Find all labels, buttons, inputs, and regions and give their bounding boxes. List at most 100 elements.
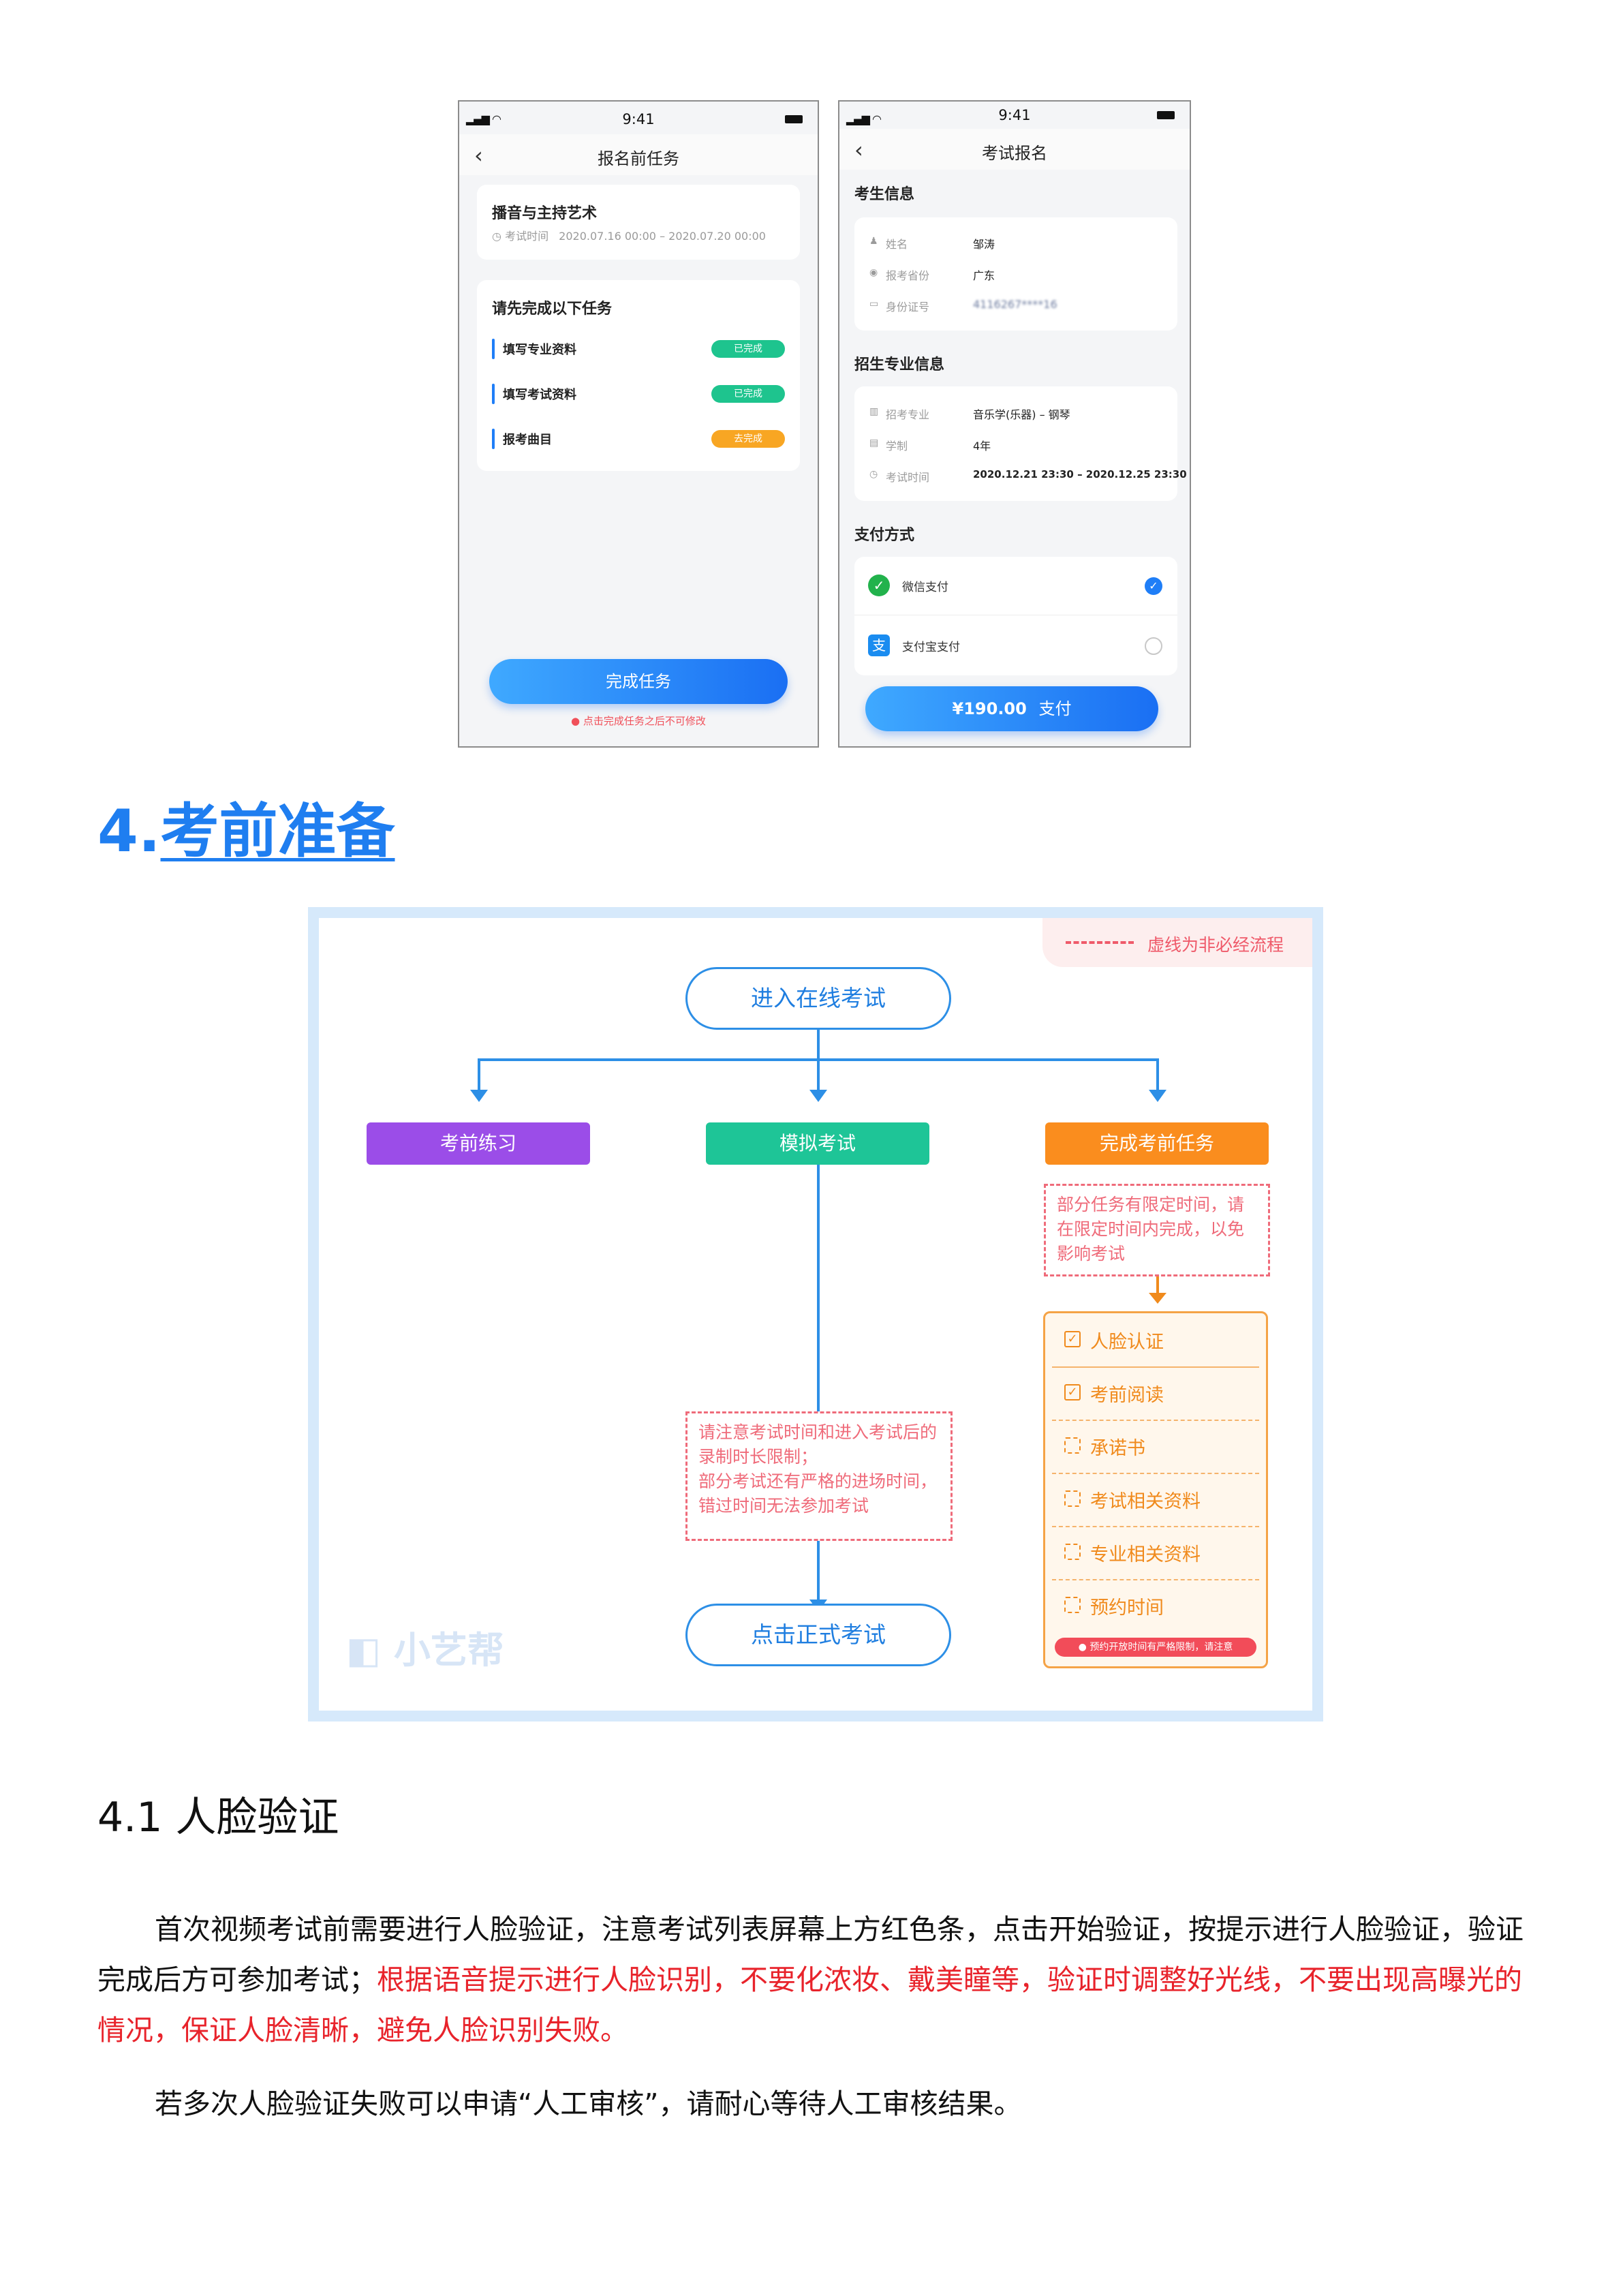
task-item: 承诺书	[1045, 1420, 1266, 1473]
chart-icon: ▥	[869, 406, 879, 417]
battery-icon	[1157, 111, 1175, 119]
radio-selected-icon[interactable]: ✓	[1145, 577, 1162, 595]
signal-icon: ▂▄▆ ◠	[466, 112, 501, 125]
task-label: 报考曲目	[503, 433, 552, 447]
checkbox-checked-icon: ✓	[1064, 1331, 1081, 1347]
back-icon[interactable]: ‹	[854, 137, 863, 163]
complete-task-button[interactable]: 完成任务	[489, 659, 788, 704]
legend-text: 虚线为非必经流程	[1147, 935, 1284, 955]
radio-unselected-icon[interactable]	[1145, 637, 1162, 655]
flow-diagram: 虚线为非必经流程 进入在线考试 考前练习 模拟考试 完成考前任务 请注意考试时间…	[308, 907, 1323, 1721]
task-row[interactable]: 填写考试资料 已完成	[492, 381, 785, 405]
connector-mock-down	[817, 1165, 820, 1654]
status-bar: ▂▄▆ ◠ 9:41	[459, 102, 818, 142]
checkbox-optional-icon	[1064, 1490, 1081, 1507]
paragraph-manual-review: 若多次人脸验证失败可以申请“人工审核”，请耐心等待人工审核结果。	[155, 2087, 1022, 2120]
paragraph-text: 首次视频考试前需要进行人脸验证，注意考试列表屏幕上方红色条，点击开始验证，按提示…	[97, 1913, 1524, 1996]
paragraph-highlight: 根据语音提示进行人脸识别，不要化浓妆、戴美瞳等，验证时调整好光线，不要出现高曝光…	[97, 1963, 1522, 2047]
payment-option-wechat[interactable]: ✓ 微信支付 ✓	[854, 557, 1177, 615]
task-item: 考试相关资料	[1045, 1473, 1266, 1526]
id-card-icon: ▭	[869, 299, 879, 309]
arrow-practice	[470, 1090, 488, 1102]
warning-icon: ●	[571, 715, 581, 727]
warning-icon: ●	[1078, 1642, 1087, 1653]
person-icon: ♟	[869, 236, 878, 247]
pay-amount: ¥190.00	[952, 699, 1027, 718]
battery-icon	[785, 115, 803, 123]
exam-name: 播音与主持艺术	[492, 205, 598, 222]
section-heading-4: 4.考前准备	[97, 797, 395, 866]
wechat-pay-icon: ✓	[868, 575, 890, 596]
location-icon: ◉	[869, 267, 878, 278]
payment-card: ✓ 微信支付 ✓ 支 支付宝支付	[854, 557, 1177, 675]
exam-time-label: 考试时间	[505, 230, 549, 243]
task-item: 专业相关资料	[1045, 1526, 1266, 1579]
clock-icon: ◷	[492, 230, 501, 243]
task-time-note: 部分任务有限定时间，请 在限定时间内完成，以免 影响考试	[1044, 1184, 1270, 1276]
pre-exam-task-list: ✓ 人脸认证 ✓ 考前阅读 承诺书 考试相关资料 专业相关资料 预约时间 ● 预…	[1043, 1311, 1268, 1668]
phone-screenshot-tasks: ▂▄▆ ◠ 9:41 ‹ 报名前任务 播音与主持艺术 ◷ 考试时间 2020.0…	[458, 100, 819, 748]
paragraph-face-verification: 首次视频考试前需要进行人脸验证，注意考试列表屏幕上方红色条，点击开始验证，按提示…	[97, 1904, 1535, 2055]
payment-label: 微信支付	[902, 581, 948, 594]
connector-mock	[817, 1058, 820, 1091]
logo-icon: ◧	[346, 1629, 382, 1672]
status-bar: ▂▄▆ ◠ 9:41	[839, 102, 1190, 142]
task-label: 填写专业资料	[503, 343, 576, 357]
clock-icon: ◷	[869, 469, 878, 480]
task-warning-bar: ● 预约开放时间有严格限制，请注意	[1055, 1638, 1256, 1657]
task-row[interactable]: 填写专业资料 已完成	[492, 336, 785, 361]
arrow-tasks	[1149, 1090, 1166, 1102]
dashed-line-legend-icon	[1066, 941, 1134, 944]
connector-tasks	[1156, 1058, 1159, 1091]
hint-text: ● 点击完成任务之后不可修改	[571, 715, 706, 727]
start-node: 进入在线考试	[685, 967, 951, 1030]
arrow-task-list	[1149, 1293, 1166, 1304]
section-heading-4-1: 4.1 人脸验证	[97, 1794, 339, 1841]
page-title: 考试报名	[982, 144, 1047, 163]
major-heading: 招生专业信息	[854, 356, 945, 373]
heading-number: 4.	[97, 797, 161, 866]
payment-option-alipay[interactable]: 支 支付宝支付	[854, 615, 1177, 675]
page-title: 报名前任务	[598, 149, 679, 168]
calendar-icon: ▤	[869, 438, 879, 448]
exam-time-value: 2020.07.16 00:00 – 2020.07.20 00:00	[559, 230, 766, 243]
task-item: ✓ 考前阅读	[1045, 1366, 1266, 1420]
nav-bar: ‹ 报名前任务	[459, 134, 818, 175]
back-icon[interactable]: ‹	[474, 142, 483, 168]
end-node: 点击正式考试	[685, 1604, 951, 1666]
checkbox-optional-icon	[1064, 1597, 1081, 1613]
exam-time: ◷ 考试时间 2020.07.16 00:00 – 2020.07.20 00:…	[492, 227, 766, 243]
task-status-badge[interactable]: 已完成	[711, 385, 785, 403]
task-status-badge[interactable]: 去完成	[711, 430, 785, 448]
task-label: 填写考试资料	[503, 388, 576, 402]
tasks-card: 请先完成以下任务 填写专业资料 已完成 填写考试资料 已完成 报考曲目 去完成	[477, 280, 800, 471]
heading-text[interactable]: 考前准备	[160, 797, 395, 866]
candidate-card: ♟ 姓名 邹涛 ◉ 报考省份 广东 ▭ 身份证号 4116267****16	[854, 217, 1177, 331]
arrow-mock	[809, 1090, 827, 1102]
checkbox-checked-icon: ✓	[1064, 1384, 1081, 1400]
payment-label: 支付宝支付	[902, 641, 960, 654]
connector-practice	[478, 1058, 480, 1091]
status-time: 9:41	[622, 111, 655, 127]
task-status-badge[interactable]: 已完成	[711, 340, 785, 358]
candidate-heading: 考生信息	[854, 186, 915, 203]
legend: 虚线为非必经流程	[1042, 918, 1312, 967]
task-item: ✓ 人脸认证	[1045, 1313, 1266, 1366]
payment-heading: 支付方式	[854, 527, 915, 544]
phone-screenshot-registration: ▂▄▆ ◠ 9:41 ‹ 考试报名 考生信息 ♟ 姓名 邹涛 ◉ 报考省份 广东…	[838, 100, 1191, 748]
major-card: ▥ 招考专业 音乐学(乐器) – 钢琴 ▤ 学制 4年 ◷ 考试时间 2020.…	[854, 386, 1187, 501]
checkbox-optional-icon	[1064, 1544, 1081, 1560]
status-time: 9:41	[998, 107, 1031, 123]
connector-tasks-down	[1156, 1276, 1159, 1296]
task-row[interactable]: 报考曲目 去完成	[492, 426, 785, 450]
connector-start-down	[817, 1030, 820, 1060]
pay-button[interactable]: ¥190.00 支付	[865, 686, 1158, 731]
signal-icon: ▂▄▆ ◠	[846, 112, 882, 125]
exam-info-card: 播音与主持艺术 ◷ 考试时间 2020.07.16 00:00 – 2020.0…	[477, 185, 800, 260]
alipay-icon: 支	[868, 634, 890, 656]
pay-label: 支付	[1038, 699, 1072, 718]
pre-exam-tasks-node: 完成考前任务	[1045, 1122, 1269, 1165]
nav-bar: ‹ 考试报名	[839, 129, 1190, 170]
tasks-heading: 请先完成以下任务	[492, 301, 613, 318]
watermark-logo: ◧ 小艺帮	[346, 1629, 504, 1672]
